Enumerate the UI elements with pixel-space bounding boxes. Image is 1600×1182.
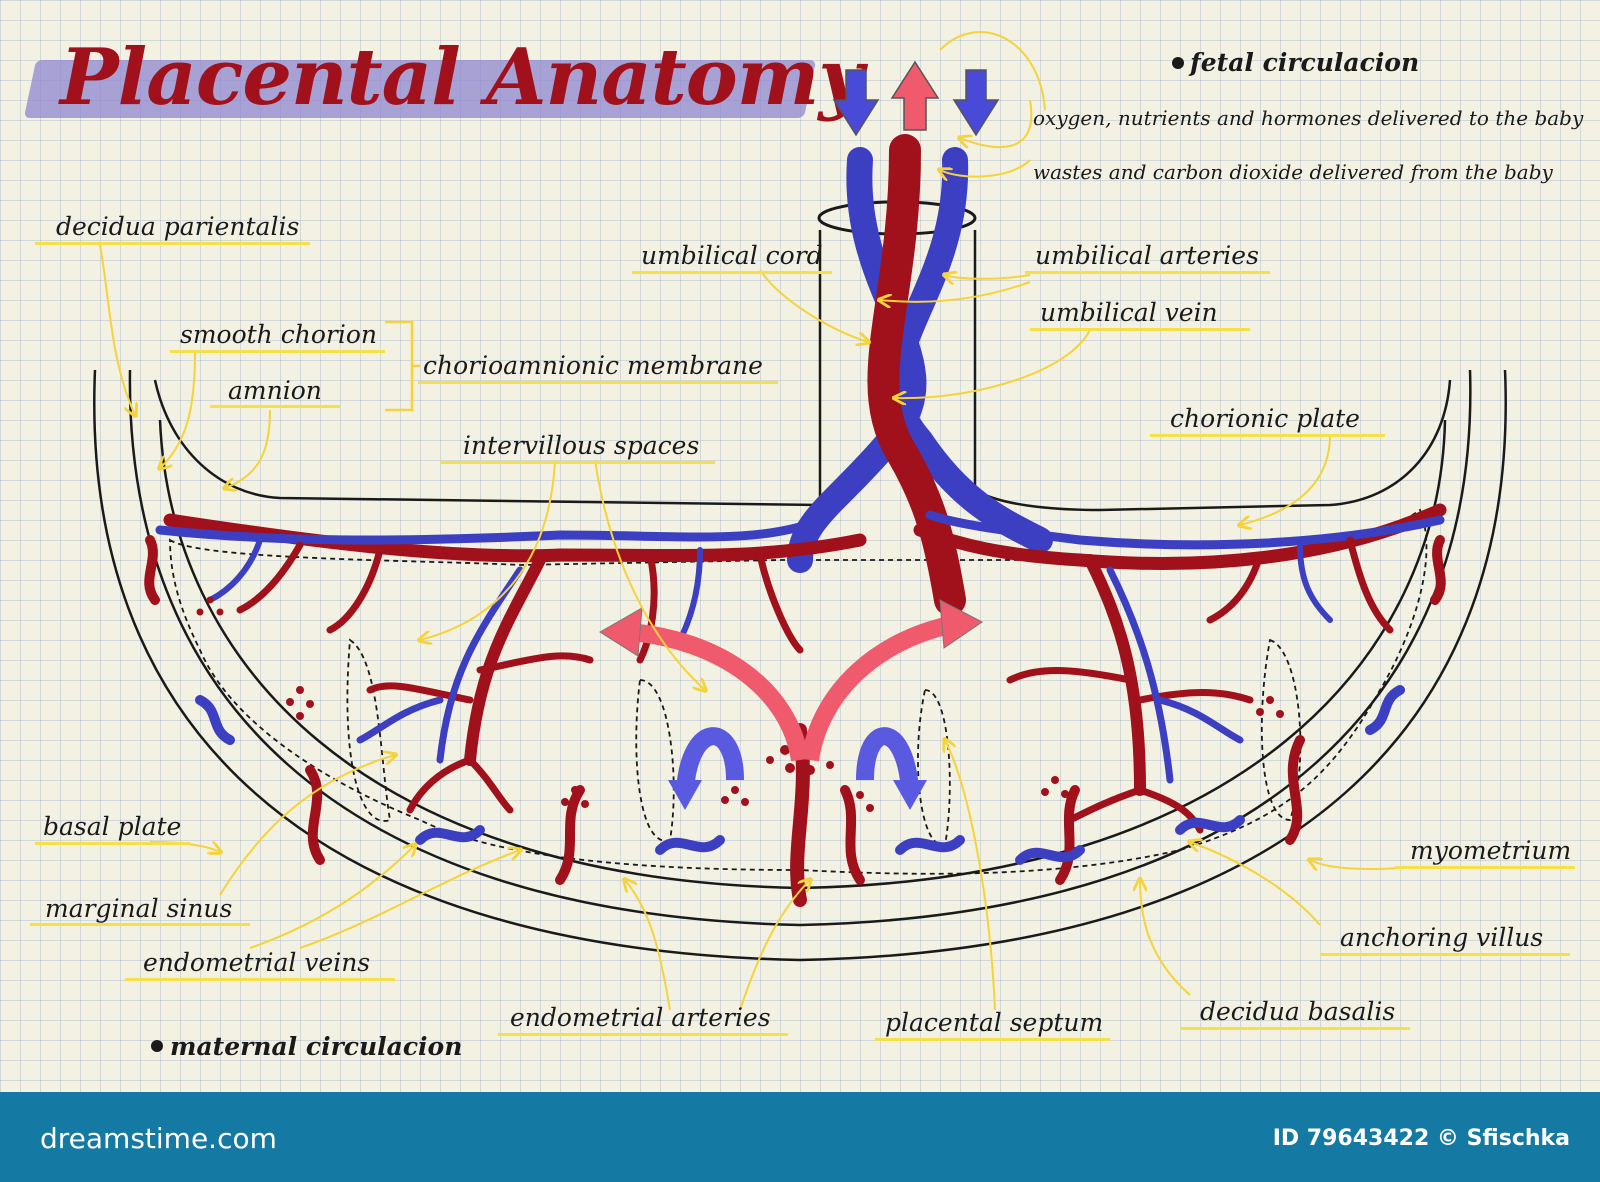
label-umbilical-vein: umbilical vein [1040,298,1218,327]
arrow-down-right [952,69,1000,137]
label-umbilical-cord: umbilical cord [641,241,823,270]
fetal-circulation-arrows [832,60,1000,137]
placenta-drawing [93,31,1507,1052]
label-umbilical-arteries: umbilical arteries [1035,241,1259,270]
underline [35,242,310,245]
pointer-lines [99,31,1401,1011]
fetal-bullet [1172,57,1184,69]
underline [632,271,832,274]
fetal-circulation-heading: fetal circulacion [1190,48,1420,77]
membrane-bracket [385,320,420,412]
arrow-return-left [676,727,744,791]
label-anchoring-villus: anchoring villus [1340,923,1544,952]
label-chorionic-plate: chorionic plate [1170,404,1360,433]
underline [1320,953,1570,956]
label-chorioamnionic-membrane: chorioamnionic membrane [423,351,763,380]
underline [1025,271,1270,274]
myometrium-outline [93,369,1507,962]
arrow-up-right [801,616,952,762]
underline [875,1038,1110,1041]
underline [1180,1027,1410,1030]
label-smooth-chorion: smooth chorion [180,320,377,349]
underline [1030,328,1250,331]
fetal-line-oxygen: oxygen, nutrients and hormones delivered… [1033,106,1584,130]
underline [30,923,250,926]
maternal-flow-arrows [599,599,983,810]
underline [210,405,340,408]
villous-trees [155,503,1447,834]
maternal-circulation-heading: maternal circulacion [170,1032,463,1061]
chorionic-plate-outline [153,230,1452,512]
footer-bar: dreamstime.com ID 79643422 © Sfischka [0,1092,1600,1182]
label-endometrial-veins: endometrial veins [143,948,371,977]
label-intervillous-spaces: intervillous spaces [463,431,700,460]
underline [418,381,778,384]
footer-brand[interactable]: dreamstime.com [40,1122,277,1155]
label-placental-septum: placental septum [885,1008,1104,1037]
footer-credit: ID 79643422 © Sfischka [1272,1126,1570,1151]
maternal-bullet [151,1040,163,1052]
underline [1150,434,1385,437]
underline [1395,866,1575,869]
arrow-down-left [832,69,880,137]
label-decidua-basalis: decidua basalis [1200,997,1396,1026]
underline [125,978,395,981]
underline [498,1033,788,1036]
arrow-return-right [856,727,919,791]
arrow-up-left [629,623,809,762]
label-decidua-parientalis: decidua parientalis [56,212,300,241]
label-basal-plate: basal plate [43,812,182,841]
fetal-line-wastes: wastes and carbon dioxide delivered from… [1033,160,1553,184]
decidua-basalis-outline [128,369,1472,927]
page-title: Placental Anatomy [60,32,864,123]
underline [35,842,190,845]
arrow-up-center [890,60,940,131]
label-myometrium: myometrium [1410,836,1572,865]
underline [170,350,385,353]
underline [440,461,715,464]
label-amnion: amnion [228,376,322,405]
label-marginal-sinus: marginal sinus [45,894,233,923]
label-endometrial-arteries: endometrial arteries [510,1003,771,1032]
